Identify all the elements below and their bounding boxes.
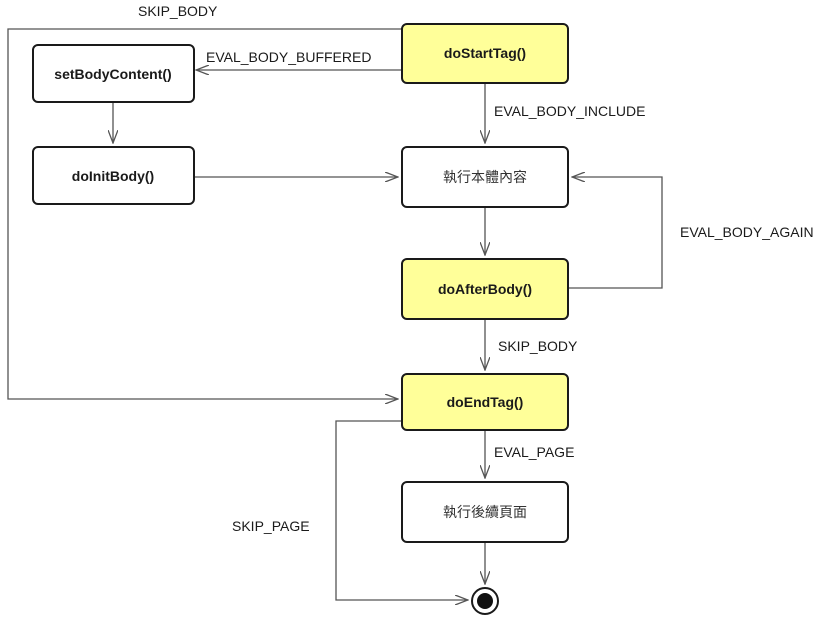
label-eval-body-buffered: EVAL_BODY_BUFFERED xyxy=(206,49,371,65)
node-do-start-tag: doStartTag() xyxy=(401,23,569,84)
node-execute-body-label: 執行本體內容 xyxy=(443,169,527,186)
node-execute-rest-page: 執行後續頁面 xyxy=(401,481,569,543)
node-set-body-content-label: setBodyContent() xyxy=(54,66,171,82)
node-do-end-tag: doEndTag() xyxy=(401,373,569,431)
node-do-end-tag-label: doEndTag() xyxy=(447,394,524,410)
label-skip-page: SKIP_PAGE xyxy=(232,518,310,534)
node-do-after-body: doAfterBody() xyxy=(401,258,569,320)
node-do-after-body-label: doAfterBody() xyxy=(438,281,532,297)
node-execute-rest-page-label: 執行後續頁面 xyxy=(443,505,527,521)
edges xyxy=(7,28,663,600)
edge-skip-page xyxy=(335,420,468,600)
node-do-init-body-label: doInitBody() xyxy=(72,168,154,184)
node-execute-body: 執行本體內容 xyxy=(401,146,569,208)
final-state-icon xyxy=(471,587,499,615)
label-eval-body-again: EVAL_BODY_AGAIN xyxy=(680,224,814,240)
edge-skip-body-to-end-tag xyxy=(7,28,402,399)
label-eval-body-include: EVAL_BODY_INCLUDE xyxy=(494,103,645,119)
edge-eval-body-again xyxy=(568,177,663,289)
node-do-init-body: doInitBody() xyxy=(32,146,195,205)
label-eval-page: EVAL_PAGE xyxy=(494,444,574,460)
node-do-start-tag-label: doStartTag() xyxy=(444,45,526,61)
node-set-body-content: setBodyContent() xyxy=(32,44,195,103)
edge-labels: SKIP_BODY EVAL_BODY_BUFFERED EVAL_BODY_I… xyxy=(138,3,814,534)
label-skip-body-top: SKIP_BODY xyxy=(138,3,218,19)
label-skip-body-middle: SKIP_BODY xyxy=(498,338,578,354)
